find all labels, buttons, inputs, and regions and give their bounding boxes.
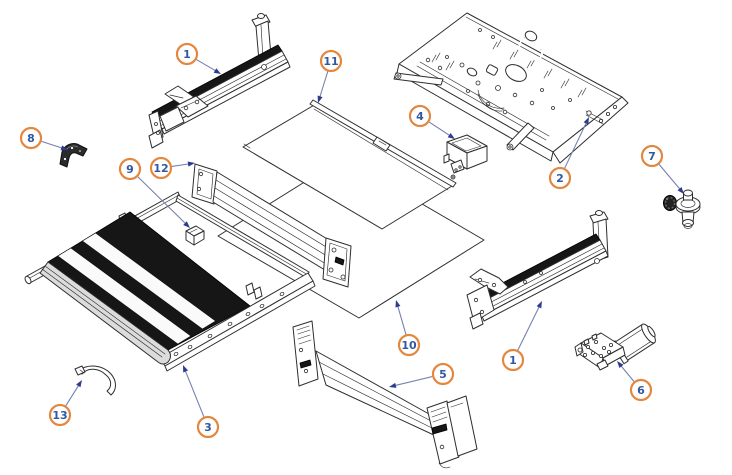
- callout-5-9[interactable]: 5: [389, 362, 455, 388]
- leader-line: [65, 384, 80, 406]
- callout-circle[interactable]: [629, 378, 653, 402]
- callout-number: 3: [204, 421, 212, 434]
- callout-number: 1: [509, 354, 517, 367]
- part-9-clip: [185, 225, 205, 246]
- arrowhead-icon: [183, 365, 189, 373]
- callout-circle[interactable]: [175, 42, 199, 66]
- arrowhead-icon: [317, 95, 323, 103]
- leader-line: [41, 140, 63, 149]
- callout-number: 8: [27, 132, 35, 145]
- leader-line: [171, 163, 190, 167]
- callout-number: 4: [416, 110, 424, 123]
- callout-circle[interactable]: [548, 166, 572, 190]
- callout-number: 1: [183, 48, 191, 61]
- part-5-outer-rail: [292, 320, 478, 469]
- part-1-slide-rail-left: [148, 13, 291, 149]
- callout-1-10[interactable]: 1: [501, 301, 542, 372]
- leader-line: [196, 59, 217, 72]
- callout-number: 10: [401, 339, 417, 352]
- arrowhead-icon: [583, 117, 589, 125]
- leader-line: [620, 365, 635, 382]
- callout-circle[interactable]: [640, 144, 664, 168]
- callout-circle[interactable]: [48, 403, 72, 427]
- callout-9-6[interactable]: 9: [118, 157, 190, 228]
- callout-number: 7: [648, 150, 656, 163]
- arrowhead-icon: [213, 68, 221, 74]
- part-2-mounting-plate: [393, 12, 629, 164]
- part-10-lower-panel: [217, 157, 485, 319]
- part-7-bushing-knob: [663, 189, 701, 229]
- arrowhead-icon: [76, 380, 82, 388]
- callout-circle[interactable]: [431, 362, 455, 386]
- callout-7-4[interactable]: 7: [640, 144, 684, 194]
- callout-8-5[interactable]: 8: [19, 126, 68, 151]
- arrowhead-icon: [677, 186, 684, 194]
- part-4-control-switch: [443, 134, 488, 180]
- part-3-step-tread: [24, 191, 316, 372]
- callout-10-8[interactable]: 10: [395, 300, 421, 357]
- leader-line: [394, 376, 433, 387]
- leader-line: [517, 306, 540, 351]
- callout-circle[interactable]: [501, 348, 525, 372]
- callout-3-12[interactable]: 3: [183, 365, 220, 439]
- part-11-top-panel: [242, 99, 457, 230]
- arrowhead-icon: [617, 361, 624, 369]
- leader-line: [397, 305, 407, 335]
- part-1-slide-rail-right: [466, 210, 609, 330]
- arrowhead-icon: [395, 300, 401, 308]
- part-13-c-clip: [74, 365, 116, 396]
- callout-circle[interactable]: [19, 126, 43, 150]
- leader-line: [428, 121, 451, 137]
- arrowhead-icon: [389, 382, 397, 388]
- arrowhead-icon: [183, 221, 190, 228]
- callout-11-1[interactable]: 11: [317, 49, 343, 103]
- callout-circle[interactable]: [196, 415, 220, 439]
- callout-circle[interactable]: [149, 156, 173, 180]
- callout-circle[interactable]: [319, 49, 343, 73]
- callout-1-0[interactable]: 1: [175, 42, 221, 74]
- leader-line: [184, 370, 205, 418]
- callout-circle[interactable]: [408, 104, 432, 128]
- leader-line: [564, 122, 587, 169]
- callout-circle[interactable]: [397, 333, 421, 357]
- arrowhead-icon: [187, 161, 195, 167]
- callout-13-13[interactable]: 13: [48, 380, 82, 427]
- part-6-drive-motor: [574, 323, 656, 371]
- callout-number: 13: [52, 409, 67, 422]
- leader-line: [319, 71, 329, 98]
- leader-line: [137, 176, 187, 225]
- callout-number: 11: [323, 55, 338, 68]
- callout-number: 2: [556, 172, 564, 185]
- arrowhead-icon: [447, 132, 455, 139]
- callout-number: 9: [126, 163, 134, 176]
- callout-6-11[interactable]: 6: [617, 361, 653, 402]
- callout-number: 6: [637, 384, 645, 397]
- callout-number: 12: [153, 162, 168, 175]
- callout-2-2[interactable]: 2: [548, 117, 589, 190]
- callout-4-3[interactable]: 4: [408, 104, 455, 139]
- callout-circle[interactable]: [118, 157, 142, 181]
- arrowhead-icon: [60, 145, 68, 151]
- leader-line: [658, 164, 681, 190]
- callout-12-7[interactable]: 12: [149, 156, 195, 180]
- arrowhead-icon: [536, 301, 542, 309]
- callout-number: 5: [439, 368, 447, 381]
- part-12-crossmember: [191, 163, 352, 288]
